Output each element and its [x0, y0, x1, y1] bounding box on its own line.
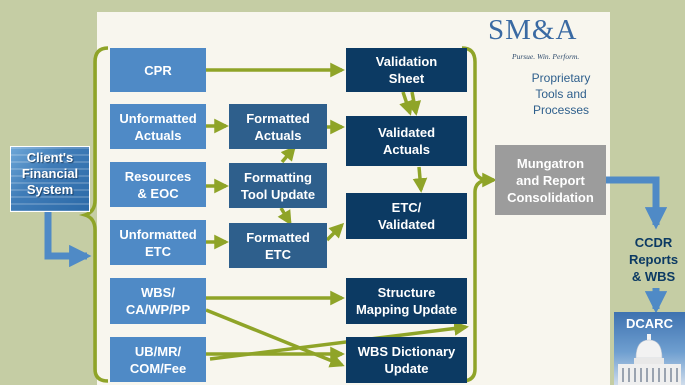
arrow-validated-actuals-to-etc: [412, 166, 428, 193]
box-formatted-actuals: Formatted Actuals: [229, 104, 327, 149]
box-wbs-ca-wp-pp: WBS/ CA/WP/PP: [110, 278, 206, 324]
arrow-wbs-to-wbs-dictionary: [205, 308, 345, 368]
arrow-formatted-etc-to-etc-validated: [325, 222, 345, 242]
arrow-ub-to-outer-brace: [209, 321, 469, 361]
box-ub-mr-com-fee: UB/MR/ COM/Fee: [110, 337, 206, 382]
arrow-mungatron-to-ccdr: [606, 176, 668, 230]
arrow-validation-to-validated-actuals-1: [399, 91, 414, 116]
arrow-validation-to-validated-actuals-2: [406, 91, 422, 116]
arrow-client-to-sources: [44, 212, 92, 268]
logo-subtitle: Proprietary Tools and Processes: [531, 71, 591, 117]
client-screen-lines: [11, 147, 89, 211]
arrow-formatting-tool-to-formatted-actuals: [280, 145, 296, 164]
capitol-building-icon: [618, 334, 681, 385]
box-etc-validated: ETC/ Validated: [346, 193, 467, 239]
box-mungatron: Mungatron and Report Consolidation: [495, 145, 606, 215]
box-formatted-etc: Formatted ETC: [229, 223, 327, 268]
ccdr-reports-label: CCDR Reports & WBS: [628, 235, 679, 284]
box-validated-actuals: Validated Actuals: [346, 116, 467, 166]
box-validation-sheet: Validation Sheet: [346, 48, 467, 92]
box-resources-eoc: Resources & EOC: [110, 162, 206, 207]
company-tagline: Pursue. Win. Perform.: [512, 52, 580, 61]
box-wbs-dictionary-update: WBS Dictionary Update: [346, 337, 467, 383]
client-financial-system-label: Client's Financial System: [21, 150, 79, 197]
box-cpr: CPR: [110, 48, 206, 92]
box-unformatted-actuals: Unformatted Actuals: [110, 104, 206, 149]
box-unformatted-etc: Unformatted ETC: [110, 220, 206, 265]
box-formatting-tool-update: Formatting Tool Update: [229, 163, 327, 208]
left-brace: [78, 46, 109, 383]
company-logo: SM&A: [488, 14, 578, 46]
dcarc-label: DCARC: [626, 316, 673, 331]
client-financial-system-image: Client's Financial System: [10, 146, 90, 212]
box-structure-mapping-update: Structure Mapping Update: [346, 278, 467, 324]
dcarc-image: DCARC: [614, 312, 685, 385]
arrow-formatting-tool-to-formatted-etc: [277, 207, 292, 226]
